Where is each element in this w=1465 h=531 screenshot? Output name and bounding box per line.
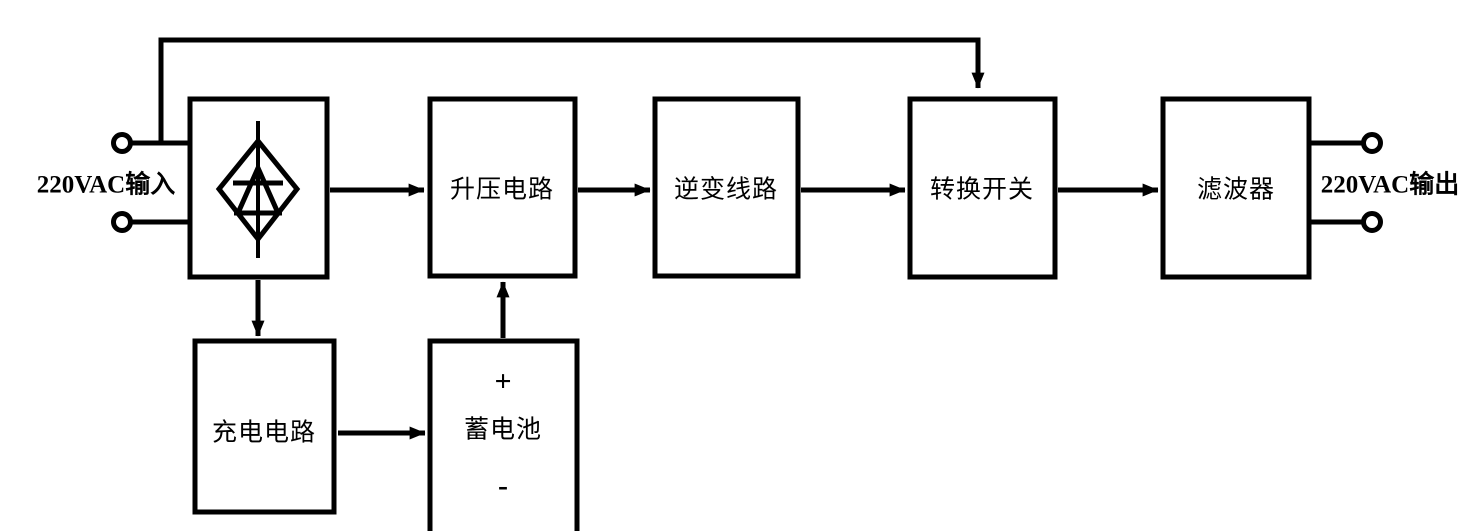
block-label-filter: 滤波器	[1196, 176, 1276, 204]
block-filter[interactable]	[1160, 96, 1312, 280]
output-terminal-bottom[interactable]	[1361, 211, 1383, 233]
block-label-charging-circuit: 充电电路	[211, 419, 317, 447]
input-terminal-top[interactable]	[111, 132, 133, 154]
block-label-battery: 蓄电池	[463, 416, 543, 444]
rectifier-diode-icon	[215, 121, 301, 258]
block-label-boost-circuit: 升压电路	[449, 176, 555, 204]
bypass-line	[158, 37, 985, 143]
output-port-label: 220VAC输出	[1320, 171, 1460, 199]
block-charging-circuit[interactable]	[192, 338, 337, 515]
input-terminal-bottom[interactable]	[111, 211, 133, 233]
input-port-label: 220VAC输入	[36, 171, 176, 199]
battery-minus-symbol: -	[498, 469, 508, 502]
output-terminal-top[interactable]	[1361, 132, 1383, 154]
block-label-inverter-circuit: 逆变线路	[673, 176, 779, 204]
block-boost-circuit[interactable]	[427, 96, 578, 279]
battery-plus-symbol: +	[494, 365, 512, 398]
block-battery[interactable]	[427, 338, 580, 531]
block-transfer-switch[interactable]	[907, 96, 1058, 280]
block-inverter-circuit[interactable]	[652, 96, 801, 279]
block-label-transfer-switch: 转换开关	[929, 176, 1035, 204]
